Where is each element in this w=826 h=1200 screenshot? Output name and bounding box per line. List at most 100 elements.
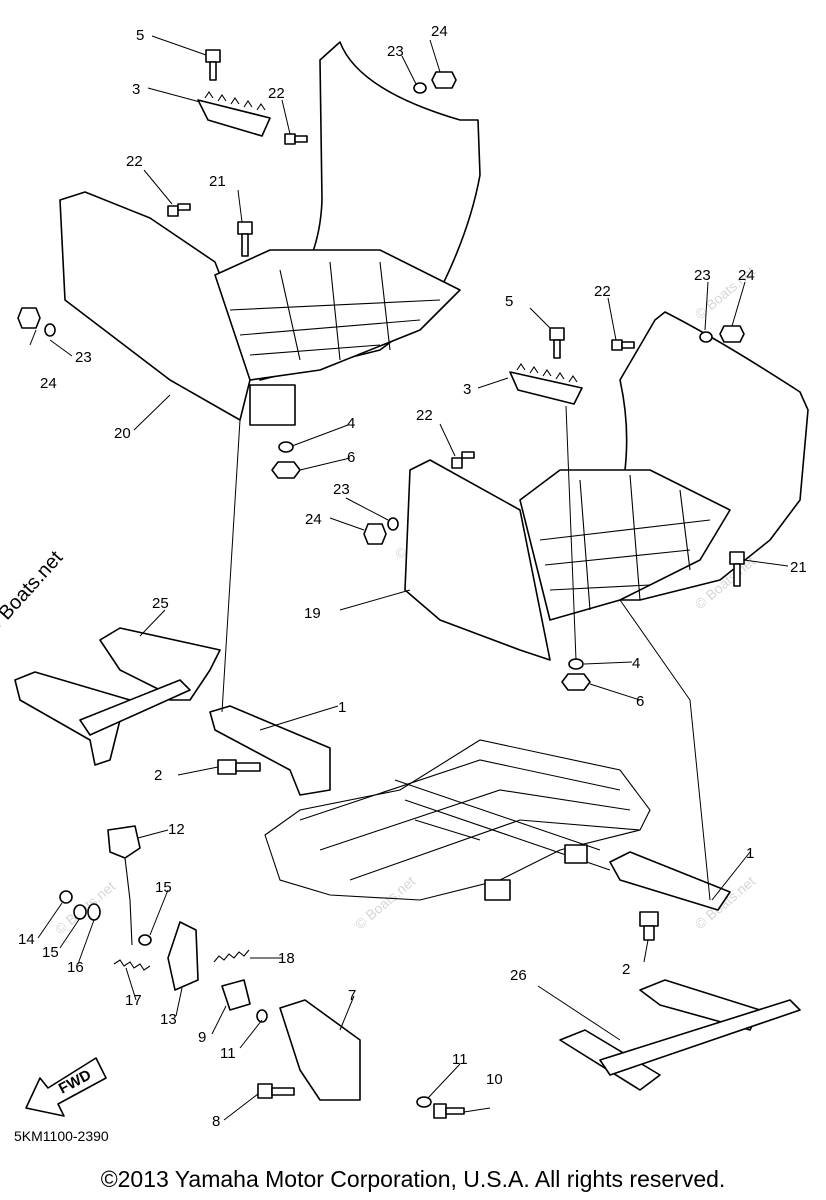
spring-18 — [213, 949, 250, 963]
callout-4: 4 — [347, 415, 355, 432]
drawing-code: 5KM1100-2390 — [14, 1128, 109, 1144]
callout-24: 24 — [431, 23, 448, 40]
callout-6: 6 — [636, 693, 644, 710]
callout-22: 22 — [268, 85, 285, 102]
fwd-arrow: FWD — [25, 1057, 107, 1117]
screw-22-d — [451, 457, 463, 469]
fwd-arrow-shape — [25, 1057, 107, 1117]
callout-7: 7 — [348, 987, 356, 1004]
washer-15-a — [73, 904, 87, 920]
callout-26: 26 — [510, 967, 527, 984]
callout-20: 20 — [114, 425, 131, 442]
clip-14 — [59, 890, 73, 904]
brake-pedal-12 — [107, 825, 141, 859]
shaft-9 — [221, 979, 251, 1011]
stay-1-right — [609, 851, 731, 911]
bolt-2-right — [639, 911, 659, 927]
callout-11: 11 — [220, 1045, 236, 1062]
washer-23-c — [699, 331, 713, 343]
callout-1: 1 — [338, 699, 346, 716]
bolt-10 — [433, 1103, 447, 1119]
callout-23: 23 — [75, 349, 92, 366]
callout-5: 5 — [505, 293, 513, 310]
washer-23-b — [44, 323, 56, 337]
fasteners — [17, 49, 745, 691]
washer-11-b — [416, 1096, 432, 1108]
nut-6-right — [561, 673, 591, 691]
right-footrest-front-guard — [404, 459, 551, 661]
bolt-21-right — [729, 551, 745, 565]
footpeg-left — [197, 99, 271, 137]
footpeg-parts — [197, 91, 583, 405]
right-footrest-assembly — [404, 311, 809, 661]
bracket-25-lower — [14, 671, 131, 766]
washer-15-b — [138, 934, 152, 946]
callout-24: 24 — [738, 267, 755, 284]
callout-15: 15 — [42, 944, 59, 961]
washer-23-a — [413, 82, 427, 94]
frame-section — [264, 739, 651, 901]
stay-1-left — [209, 705, 331, 796]
nut-24-a — [431, 71, 457, 89]
washer-11-a — [256, 1009, 268, 1023]
brake-pedal-assembly — [59, 825, 465, 1119]
footrest-stays — [209, 705, 731, 941]
callout-14: 14 — [18, 931, 35, 948]
callout-18: 18 — [278, 950, 295, 967]
washer-23-d — [387, 517, 399, 531]
callout-3: 3 — [463, 381, 471, 398]
callout-19: 19 — [304, 605, 321, 622]
frame-mount-a — [484, 879, 511, 901]
leader-lines — [29, 35, 789, 1121]
callout-11: 11 — [452, 1051, 468, 1068]
left-footrest-assembly — [59, 41, 481, 426]
callout-23: 23 — [333, 481, 350, 498]
callout-15: 15 — [155, 879, 172, 896]
bolt-21-left — [237, 221, 253, 235]
callout-22: 22 — [416, 407, 433, 424]
callout-25: 25 — [152, 595, 169, 612]
bolt-5-left — [205, 49, 221, 63]
bolt-2-left — [217, 759, 237, 775]
washer-16 — [87, 903, 101, 921]
screw-22-b — [167, 205, 179, 217]
callout-16: 16 — [67, 959, 84, 976]
bolt-5-right — [549, 327, 565, 341]
bracket-25-upper — [99, 627, 221, 701]
screw-22-a — [284, 133, 296, 145]
lever-13 — [167, 921, 199, 991]
bolt-8 — [257, 1083, 273, 1099]
callout-4: 4 — [632, 655, 640, 672]
nut-6-left — [271, 461, 301, 479]
callout-3: 3 — [132, 81, 140, 98]
screw-22-c — [611, 339, 623, 351]
callout-1: 1 — [746, 845, 754, 862]
bracket-7 — [279, 999, 361, 1101]
callout-5: 5 — [136, 27, 144, 44]
callout-23: 23 — [387, 43, 404, 60]
callout-9: 9 — [198, 1029, 206, 1046]
callout-17: 17 — [125, 992, 142, 1009]
nut-24-b — [17, 307, 41, 329]
frame-mount-b — [564, 844, 588, 864]
callout-24: 24 — [40, 375, 57, 392]
callout-2: 2 — [154, 767, 162, 784]
tile-watermark: © Boats.net — [352, 873, 419, 932]
callout-10: 10 — [486, 1071, 503, 1088]
washer-4-right — [568, 658, 584, 670]
callout-13: 13 — [160, 1011, 177, 1028]
left-footrest-floor — [214, 249, 461, 381]
nut-24-d — [363, 523, 387, 545]
callout-6: 6 — [347, 449, 355, 466]
copyright-notice: ©2013 Yamaha Motor Corporation, U.S.A. A… — [100, 1166, 726, 1192]
nut-24-c — [719, 325, 745, 343]
left-footrest-mount-tab — [249, 384, 296, 426]
callout-24: 24 — [305, 511, 322, 528]
callout-12: 12 — [168, 821, 185, 838]
callout-21: 21 — [790, 559, 807, 576]
callouts: 5 24 23 3 22 22 21 24 23 20 4 6 5 22 23 … — [18, 23, 807, 1130]
callout-23: 23 — [694, 267, 711, 284]
callout-22: 22 — [126, 153, 143, 170]
spring-17 — [113, 959, 151, 971]
